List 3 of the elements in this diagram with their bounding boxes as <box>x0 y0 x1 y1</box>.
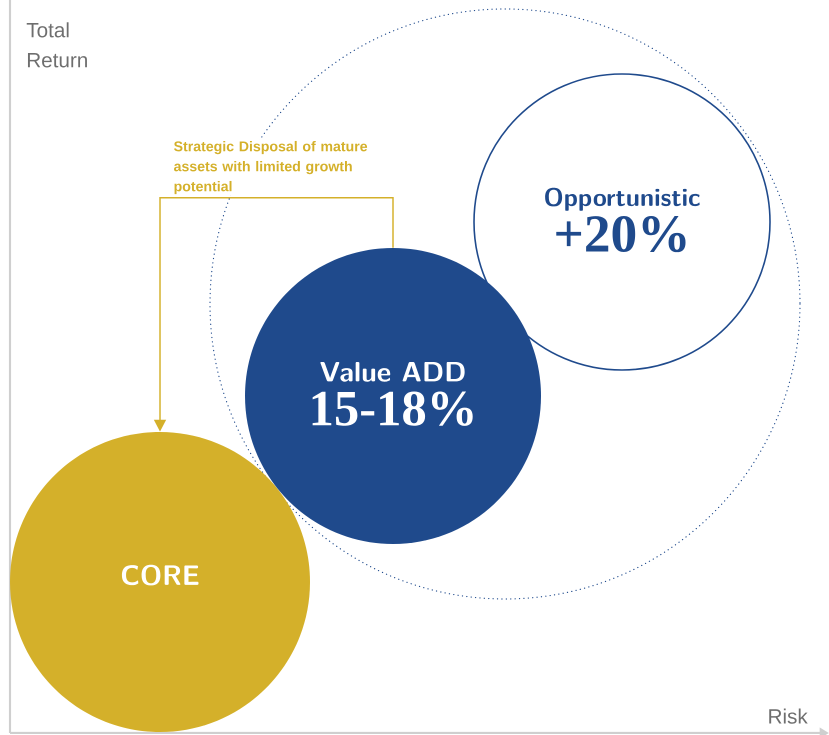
edge-label: Strategic Disposal of mature assets with limited growth potential <box>172 140 383 196</box>
axis-label: Risk <box>769 708 808 724</box>
axis-label: Total Return <box>26 22 87 68</box>
